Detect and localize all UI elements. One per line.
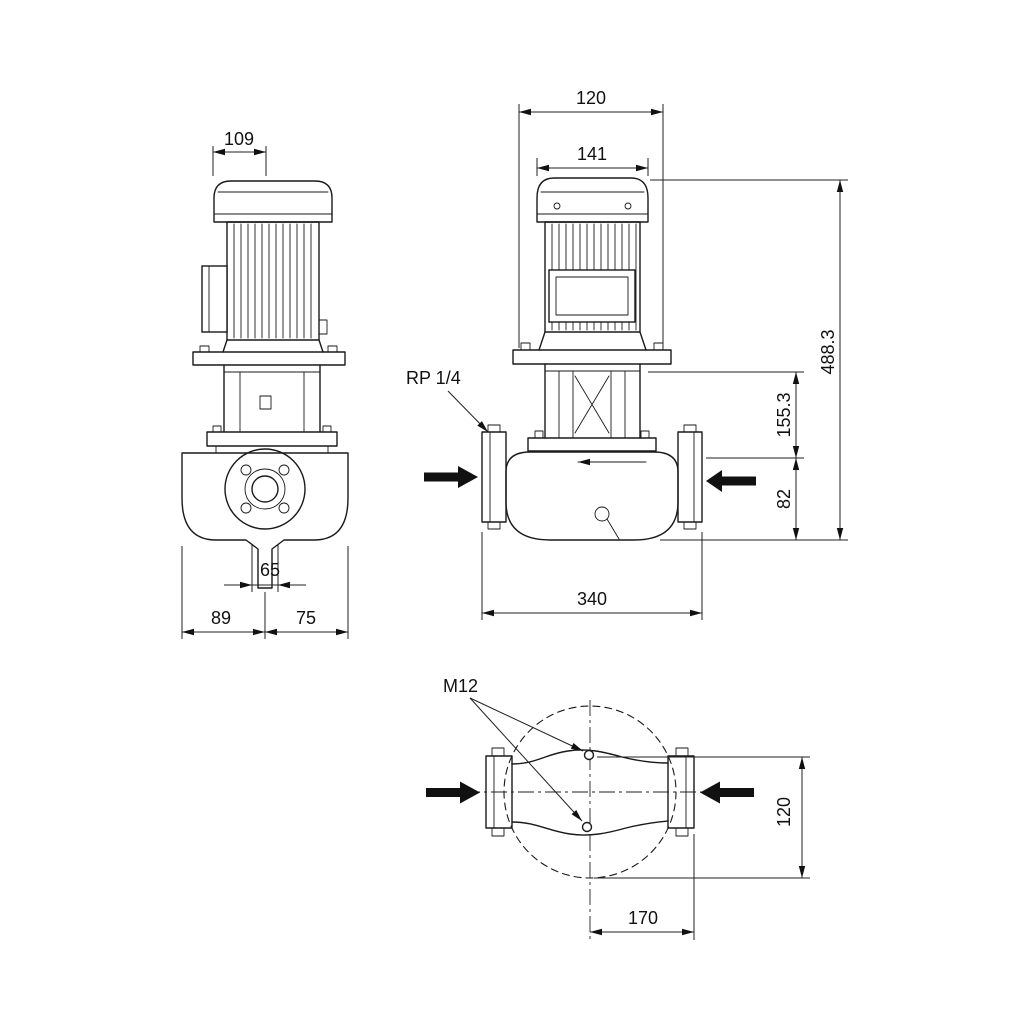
suction-flange <box>481 431 507 523</box>
front-view-dimensions: 120 141 155.3 82 488.3 340 <box>481 88 848 620</box>
terminal-box-front <box>548 269 636 323</box>
plan-flanges-body <box>485 747 695 837</box>
drain-plug <box>594 506 610 522</box>
plan-inlet-flow-arrow <box>426 781 480 804</box>
plan-outlet-flow-arrow <box>700 781 754 804</box>
m12-callout: M12 <box>443 676 584 822</box>
port-flange-face <box>224 448 306 530</box>
side-view: 109 65 89 75 <box>181 129 349 639</box>
dim-center-to-right: 75 <box>296 608 316 628</box>
motor-outline-hidden <box>503 705 677 879</box>
plan-view-dimensions: 120 170 <box>590 756 810 940</box>
terminal-box-side <box>201 265 228 333</box>
lantern-front <box>527 363 657 452</box>
port-bore <box>251 475 279 503</box>
dim-motor-width: 141 <box>577 144 607 164</box>
plan-view: M12 120 170 <box>426 676 810 940</box>
lantern-side <box>206 364 338 454</box>
dim-plan-height: 120 <box>774 797 794 827</box>
dim-center-to-left: 89 <box>211 608 231 628</box>
dim-port-center-height: 82 <box>774 489 794 509</box>
dim-pump-head-height: 155.3 <box>774 392 794 437</box>
motor-base-plate-side <box>192 351 346 366</box>
motor-side <box>192 180 346 366</box>
motor-base-plate-front <box>512 349 672 365</box>
dim-total-height: 488.3 <box>818 329 838 374</box>
motor-fins-side <box>233 223 312 339</box>
volute-side <box>181 448 349 589</box>
front-view: RP 1/4 120 141 155.3 82 488.3 <box>406 88 848 620</box>
dim-base-width: 120 <box>576 88 606 108</box>
side-view-dimensions: 109 65 89 75 <box>181 129 349 639</box>
label-m12: M12 <box>443 676 478 696</box>
outlet-flow-arrow <box>706 470 756 492</box>
volute-front <box>481 424 703 541</box>
tapped-hole-bottom <box>581 821 593 833</box>
motor-front <box>512 177 672 365</box>
dim-port-to-port: 340 <box>577 589 607 609</box>
dim-port-bore: 65 <box>260 560 280 580</box>
dim-plan-width: 170 <box>628 908 658 928</box>
label-rp-tapping: RP 1/4 <box>406 368 461 388</box>
tapped-hole-top <box>583 749 595 761</box>
inlet-flow-arrow <box>424 466 478 488</box>
dim-motor-top-width: 109 <box>224 129 254 149</box>
rp-tapping-callout: RP 1/4 <box>406 368 489 433</box>
discharge-flange <box>677 431 703 523</box>
